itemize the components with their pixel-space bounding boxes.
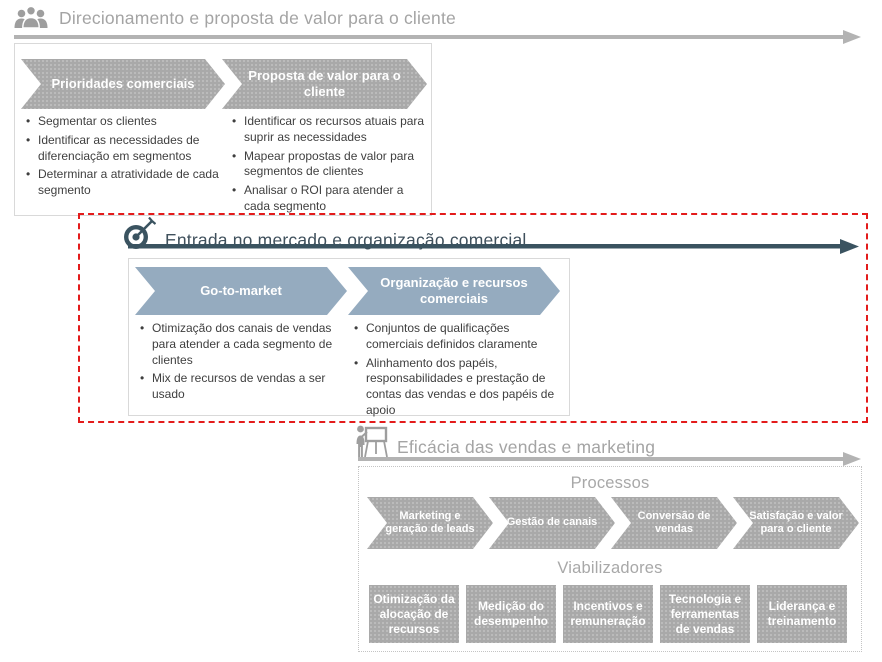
prioridades-bullet-list: Segmentar os clientes Identificar as nec… — [25, 114, 223, 202]
section-direcionamento-header: Direcionamento e proposta de valor para … — [12, 5, 456, 29]
chevron-go-to-market: Go-to-market — [135, 267, 347, 315]
bullet-item: Mapear propostas de valor para segmentos… — [231, 149, 427, 181]
section-eficacia-title: Eficácia das vendas e marketing — [397, 437, 656, 457]
chevron-label: Go-to-market — [200, 282, 282, 298]
chevron-organizacao-recursos: Organização e recursos comerciais — [348, 267, 560, 315]
enabler-otimizacao-alocacao: Otimização da alocação de recursos — [369, 585, 459, 643]
chevron-label: Gestão de canais — [506, 516, 598, 529]
chevron-label: Prioridades comerciais — [51, 75, 195, 91]
chevron-conversao-vendas: Conversão de vendas — [611, 497, 737, 549]
proposta-bullet-list: Identificar os recursos atuais para supr… — [231, 114, 427, 218]
processos-label: Processos — [570, 474, 650, 492]
highlight-dashed-border — [78, 213, 868, 423]
chevron-label: Satisfação e valor para o cliente — [749, 509, 843, 535]
eficacia-axis-arrow — [358, 452, 861, 466]
chevron-label: Proposta de valor para o cliente — [248, 67, 401, 99]
entrada-panel: Go-to-market Organização e recursos come… — [128, 258, 570, 417]
chevron-gestao-canais: Gestão de canais — [489, 497, 615, 549]
chevron-proposta-de-valor: Proposta de valor para o cliente — [222, 59, 427, 109]
people-group-icon — [12, 5, 50, 29]
organizacao-bullet-list: Conjuntos de qualificações comerciais de… — [353, 321, 559, 422]
enabler-incentivos-remuneracao: Incentivos e remuneração — [563, 585, 653, 643]
bullet-item: Alinhamento dos papéis, responsabilidade… — [353, 356, 559, 419]
enabler-lideranca-treinamento: Liderança e treinamento — [757, 585, 847, 643]
section-eficacia-header: Eficácia das vendas e marketing — [354, 424, 655, 458]
bullet-item: Otimização dos canais de vendas para ate… — [139, 321, 345, 368]
chevron-marketing-leads: Marketing e geração de leads — [367, 497, 493, 549]
direcionamento-axis-arrow — [14, 30, 861, 44]
go-to-market-bullet-list: Otimização dos canais de vendas para ate… — [139, 321, 345, 406]
enabler-medicao-desempenho: Medição do desempenho — [466, 585, 556, 643]
entrada-axis-arrow — [128, 239, 859, 254]
bullet-item: Segmentar os clientes — [25, 114, 223, 130]
direcionamento-panel: Prioridades comerciais Proposta de valor… — [14, 43, 432, 216]
chevron-satisfacao-valor: Satisfação e valor para o cliente — [733, 497, 859, 549]
chevron-label: Marketing e geração de leads — [385, 509, 475, 535]
eficacia-panel: Processos Marketing e geração de leads G… — [358, 466, 862, 652]
chevron-label: Organização e recursos comerciais — [380, 274, 528, 306]
viabilizadores-label: Viabilizadores — [557, 559, 663, 577]
target-dart-icon — [122, 216, 157, 251]
bullet-item: Analisar o ROI para atender a cada segme… — [231, 183, 427, 215]
bullet-item: Conjuntos de qualificações comerciais de… — [353, 321, 559, 353]
bullet-item: Mix de recursos de vendas a ser usado — [139, 371, 345, 403]
presentation-easel-icon — [354, 424, 388, 458]
bullet-item: Identificar os recursos atuais para supr… — [231, 114, 427, 146]
section-direcionamento-title: Direcionamento e proposta de valor para … — [59, 8, 456, 28]
chevron-prioridades-comerciais: Prioridades comerciais — [21, 59, 225, 109]
bullet-item: Determinar a atratividade de cada segmen… — [25, 167, 223, 199]
enabler-tecnologia-ferramentas: Tecnologia e ferramentas de vendas — [660, 585, 750, 643]
chevron-label: Conversão de vendas — [637, 509, 711, 535]
bullet-item: Identificar as necessidades de diferenci… — [25, 133, 223, 165]
